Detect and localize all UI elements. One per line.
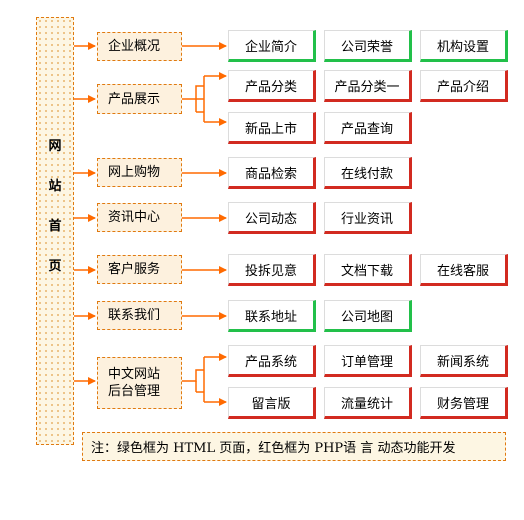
legend-note: 注：绿色框为 HTML 页面，红色框为 PHP语 言 动态功能开发: [82, 432, 506, 461]
page-company-honor: 公司荣誉: [324, 30, 412, 62]
page-company-map: 公司地图: [324, 300, 412, 332]
page-complaints: 投拆见意: [228, 254, 316, 286]
section-about: 企业概况: [97, 32, 182, 61]
page-product-search: 商品检索: [228, 157, 316, 189]
page-new-products: 新品上市: [228, 112, 316, 144]
section-news: 资讯中心: [97, 203, 182, 232]
page-guestbook: 留言版: [228, 387, 316, 419]
page-industry-news: 行业资讯: [324, 202, 412, 234]
section-service: 客户服务: [97, 255, 182, 284]
root-char-1: 网: [48, 139, 62, 154]
section-backend-line2: 后台管理: [108, 384, 161, 399]
page-contact-address: 联系地址: [228, 300, 316, 332]
page-news-system: 新闻系统: [420, 345, 508, 377]
page-product-category: 产品分类: [228, 70, 316, 102]
connector-backend: [182, 369, 204, 382]
page-company-news: 公司动态: [228, 202, 316, 234]
root-char-2: 站: [48, 179, 62, 194]
connector-products: [182, 85, 204, 100]
section-shopping: 网上购物: [97, 158, 182, 187]
page-product-intro: 产品介绍: [420, 70, 508, 102]
page-finance-management: 财务管理: [420, 387, 508, 419]
page-product-query: 产品查询: [324, 112, 412, 144]
page-doc-download: 文档下载: [324, 254, 412, 286]
page-traffic-stats: 流量统计: [324, 387, 412, 419]
section-backend: 中文网站 后台管理: [97, 357, 182, 409]
page-product-category-1: 产品分类一: [324, 70, 412, 102]
page-online-service: 在线客服: [420, 254, 508, 286]
page-online-payment: 在线付款: [324, 157, 412, 189]
page-order-management: 订单管理: [324, 345, 412, 377]
section-contact: 联系我们: [97, 301, 182, 330]
section-backend-line1: 中文网站: [108, 367, 161, 382]
section-products: 产品展示: [97, 84, 182, 114]
root-char-3: 首: [48, 219, 62, 234]
root-char-4: 页: [48, 259, 62, 274]
page-company-intro: 企业简介: [228, 30, 316, 62]
page-product-system: 产品系统: [228, 345, 316, 377]
page-org-setup: 机构设置: [420, 30, 508, 62]
site-home-node: 网 站 首 页: [36, 17, 74, 445]
